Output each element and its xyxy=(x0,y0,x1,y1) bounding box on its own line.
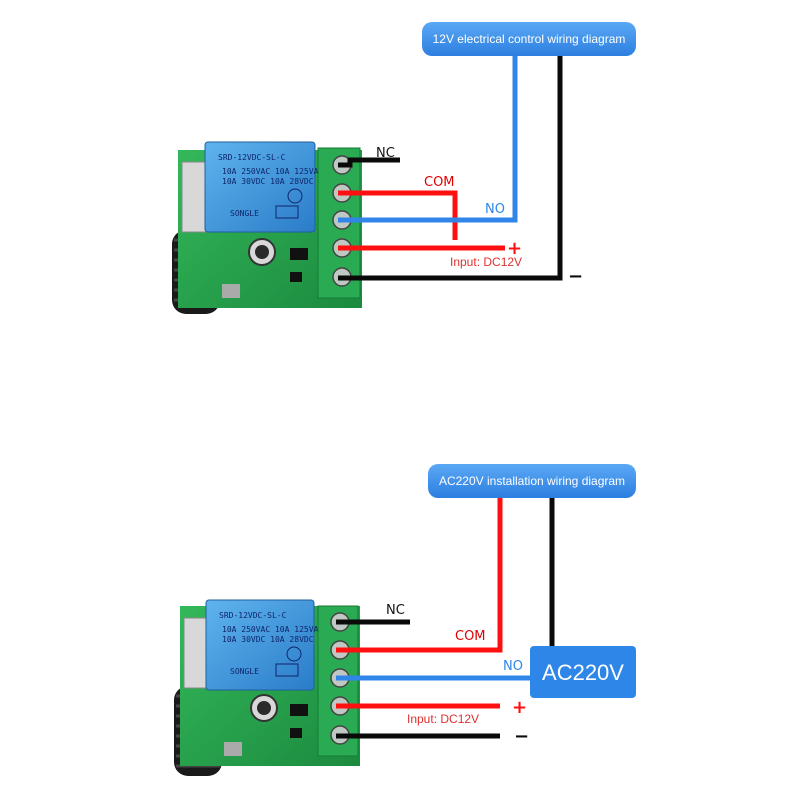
bottom-nc-label: NC xyxy=(386,603,405,618)
top-plus-sign: + xyxy=(507,238,522,259)
bottom-title: AC220V installation wiring diagram xyxy=(439,474,625,488)
ac220v-box xyxy=(530,646,636,698)
top-diagram: SRD-12VDC-SL-C 10A 250VAC 10A 125VAC 10A… xyxy=(172,22,636,314)
terminal-block-top xyxy=(317,147,361,299)
bottom-com-label: COM xyxy=(455,629,486,644)
top-nc-label: NC xyxy=(376,146,395,161)
bottom-input-label: Input: DC12V xyxy=(407,712,479,726)
wire-com xyxy=(338,190,458,240)
top-minus-sign: − xyxy=(568,266,583,287)
relay-rating-2: 10A 30VDC 10A 28VDC xyxy=(222,635,314,644)
relay-brand: SONGLE xyxy=(230,209,259,218)
ac220v-label: AC220V xyxy=(542,660,624,685)
relay-block: SRD-12VDC-SL-C 10A 250VAC 10A 125VAC 10A… xyxy=(204,141,323,233)
wire-minus xyxy=(338,55,563,281)
bottom-plus-sign: + xyxy=(512,697,527,718)
top-input-label: Input: DC12V xyxy=(450,255,522,269)
relay-module-top: SRD-12VDC-SL-C 10A 250VAC 10A 125VAC 10A… xyxy=(172,141,362,314)
top-no-label: NO xyxy=(485,202,505,217)
relay-model-text: SRD-12VDC-SL-C xyxy=(219,611,287,620)
wires-top xyxy=(338,55,563,281)
top-title-pill xyxy=(422,22,636,56)
wire-com xyxy=(336,495,503,653)
relay-model-text: SRD-12VDC-SL-C xyxy=(218,153,286,162)
bottom-diagram: SRD-12VDC-SL-C 10A 250VAC 10A 125VAC 10A… xyxy=(174,464,636,776)
top-com-label: COM xyxy=(424,175,455,190)
bottom-title-pill xyxy=(428,464,636,498)
bottom-minus-sign: − xyxy=(514,726,529,747)
relay-rating-2: 10A 30VDC 10A 28VDC xyxy=(222,177,314,186)
relay-brand: SONGLE xyxy=(230,667,259,676)
relay-rating-1: 10A 250VAC 10A 125VAC xyxy=(222,167,323,176)
top-title: 12V electrical control wiring diagram xyxy=(433,32,626,46)
wires-bottom xyxy=(336,495,555,739)
relay-module-bottom: SRD-12VDC-SL-C 10A 250VAC 10A 125VAC 10A… xyxy=(174,599,360,776)
wire-nc xyxy=(338,157,400,168)
relay-rating-1: 10A 250VAC 10A 125VAC xyxy=(222,625,323,634)
relay-block: SRD-12VDC-SL-C 10A 250VAC 10A 125VAC 10A… xyxy=(205,599,323,691)
bottom-no-label: NO xyxy=(503,659,523,674)
wire-no xyxy=(338,55,518,223)
